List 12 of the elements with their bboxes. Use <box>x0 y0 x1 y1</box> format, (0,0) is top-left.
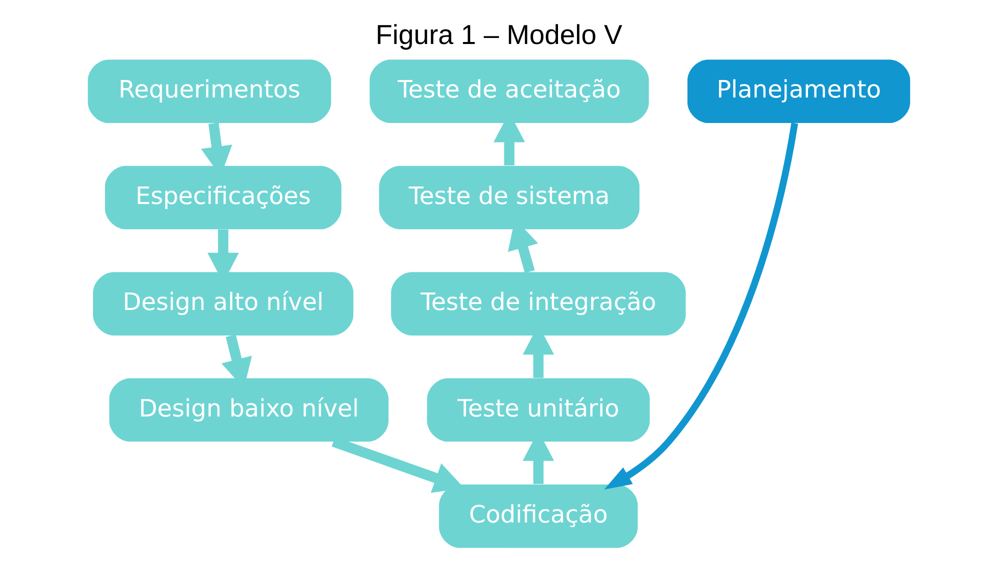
node-box: Design alto nível <box>93 272 354 336</box>
node-box: Teste de integração <box>391 272 686 336</box>
node-box: Design baixo nível <box>109 378 388 442</box>
node-box: Teste de aceitação <box>370 60 649 124</box>
node-box: Especificações <box>104 166 342 230</box>
node-box: Planejamento <box>687 60 910 124</box>
arrow <box>604 122 798 490</box>
node-box: Teste unitário <box>427 378 650 442</box>
node-box: Codificação <box>439 484 638 548</box>
node-box: Requerimentos <box>88 60 332 124</box>
diagram-title: Figura 1 – Modelo V <box>376 18 622 50</box>
node-box: Teste de sistema <box>379 166 640 230</box>
